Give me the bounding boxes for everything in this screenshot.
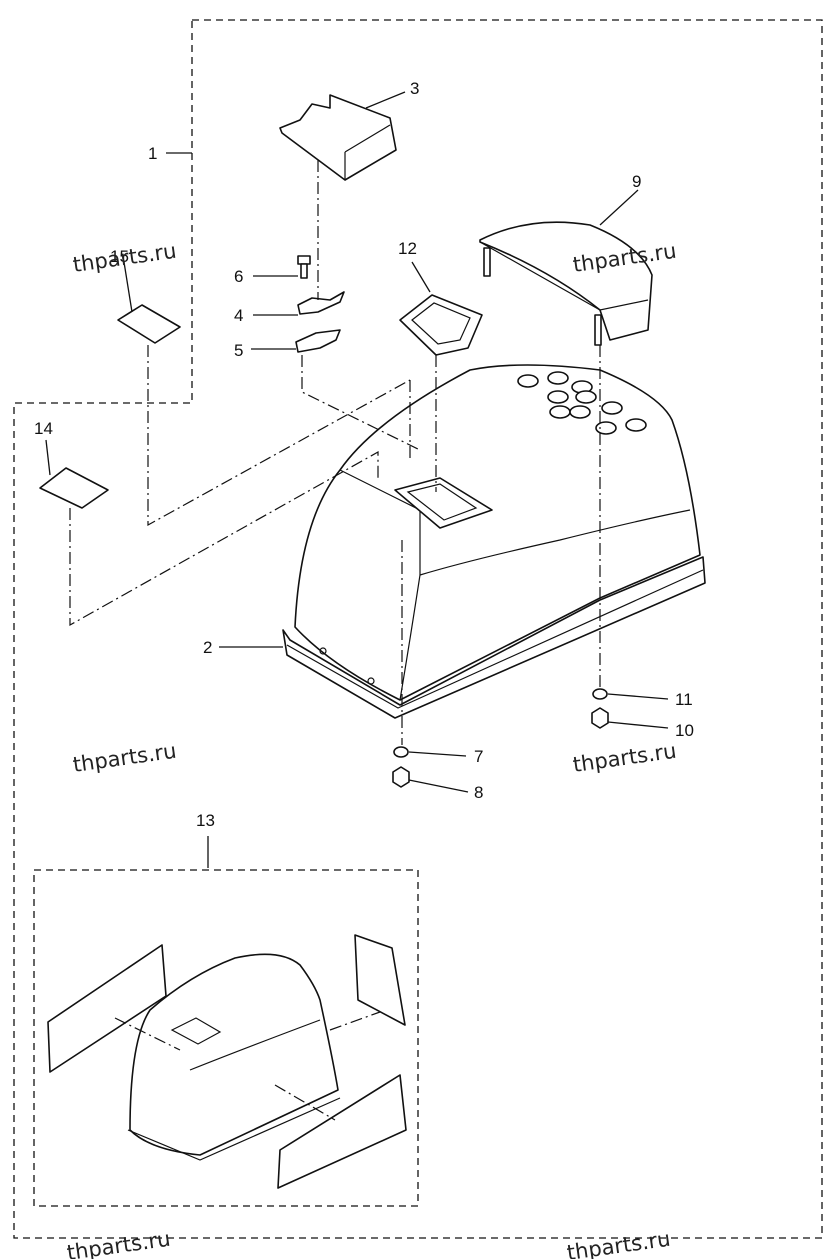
watermark-6: thparts.ru bbox=[565, 1227, 671, 1259]
watermark-4: thparts.ru bbox=[571, 739, 677, 777]
center-lines bbox=[69, 160, 601, 1121]
seal-ring bbox=[399, 294, 483, 356]
watermark-5: thparts.ru bbox=[65, 1227, 171, 1259]
decal-kit-boundary bbox=[33, 869, 419, 1207]
callout-2: 2 bbox=[203, 638, 212, 657]
callout-13: 13 bbox=[196, 811, 215, 830]
callout-15: 15 bbox=[110, 247, 129, 266]
watermark-1: thparts.ru bbox=[71, 239, 177, 277]
top-cowling bbox=[282, 364, 706, 719]
assembly-boundary bbox=[13, 19, 823, 1239]
air-intake-tubes bbox=[517, 371, 647, 435]
watermark-3: thparts.ru bbox=[71, 739, 177, 777]
callout-4: 4 bbox=[234, 306, 243, 325]
callout-1: 1 bbox=[148, 144, 157, 163]
callout-12: 12 bbox=[398, 239, 417, 258]
callout-11: 11 bbox=[675, 690, 693, 709]
callout-10: 10 bbox=[675, 721, 694, 740]
callout-8: 8 bbox=[474, 783, 483, 802]
cover-plate bbox=[279, 94, 397, 181]
callout-6: 6 bbox=[234, 267, 243, 286]
decal-14 bbox=[39, 467, 109, 509]
callout-7: 7 bbox=[474, 747, 483, 766]
washers-nuts bbox=[392, 688, 609, 788]
leader-lines bbox=[45, 91, 669, 868]
callout-5: 5 bbox=[234, 341, 243, 360]
callout-3: 3 bbox=[410, 79, 419, 98]
callout-9: 9 bbox=[632, 172, 641, 191]
decal-kit bbox=[47, 934, 407, 1189]
callout-14: 14 bbox=[34, 419, 53, 438]
latch-hardware bbox=[295, 255, 345, 353]
vent-cover bbox=[479, 221, 653, 346]
decal-15 bbox=[117, 304, 181, 344]
